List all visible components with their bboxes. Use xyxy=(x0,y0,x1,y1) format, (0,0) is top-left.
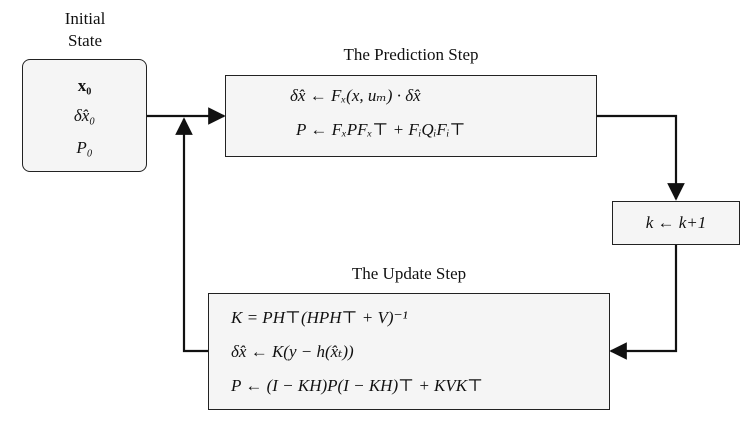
initial-state-title: Initial State xyxy=(64,9,106,50)
update-eq-covariance: P ← (I − KH)P(I − KH)⊤ + KVK⊤ xyxy=(231,376,484,395)
x0-label: x₀ xyxy=(77,76,92,95)
update-step-box: K = PH⊤(HPH⊤ + V)⁻¹ δx̂ ← K(y − h(x̂ₜ)) … xyxy=(208,293,610,410)
arrow-increment-to-update xyxy=(609,245,678,360)
increment-eq: k ← k+1 xyxy=(645,213,707,232)
arrow-update-loop-back xyxy=(175,117,208,353)
prediction-eq-covariance: P ← FₓPFₓ⊤ + FᵢQᵢFᵢ⊤ xyxy=(296,120,466,139)
update-eq-gain: K = PH⊤(HPH⊤ + V)⁻¹ xyxy=(231,308,408,327)
prediction-eq-state: δx̂ ← Fₓ(x, uₘ) · δx̂ xyxy=(290,86,421,105)
increment-box: k ← k+1 xyxy=(612,201,740,245)
initial-state-box: x₀ δx̂₀ P₀ xyxy=(22,59,147,172)
dx0-label: δx̂₀ xyxy=(73,106,96,125)
prediction-step-title: The Prediction Step xyxy=(343,45,479,64)
p0-label: P₀ xyxy=(76,138,93,157)
arrow-prediction-to-increment xyxy=(597,114,685,201)
update-step-title: The Update Step xyxy=(351,264,467,283)
update-eq-state: δx̂ ← K(y − h(x̂ₜ)) xyxy=(231,342,354,361)
prediction-step-box: δx̂ ← Fₓ(x, uₘ) · δx̂ P ← FₓPFₓ⊤ + FᵢQᵢF… xyxy=(225,75,597,157)
